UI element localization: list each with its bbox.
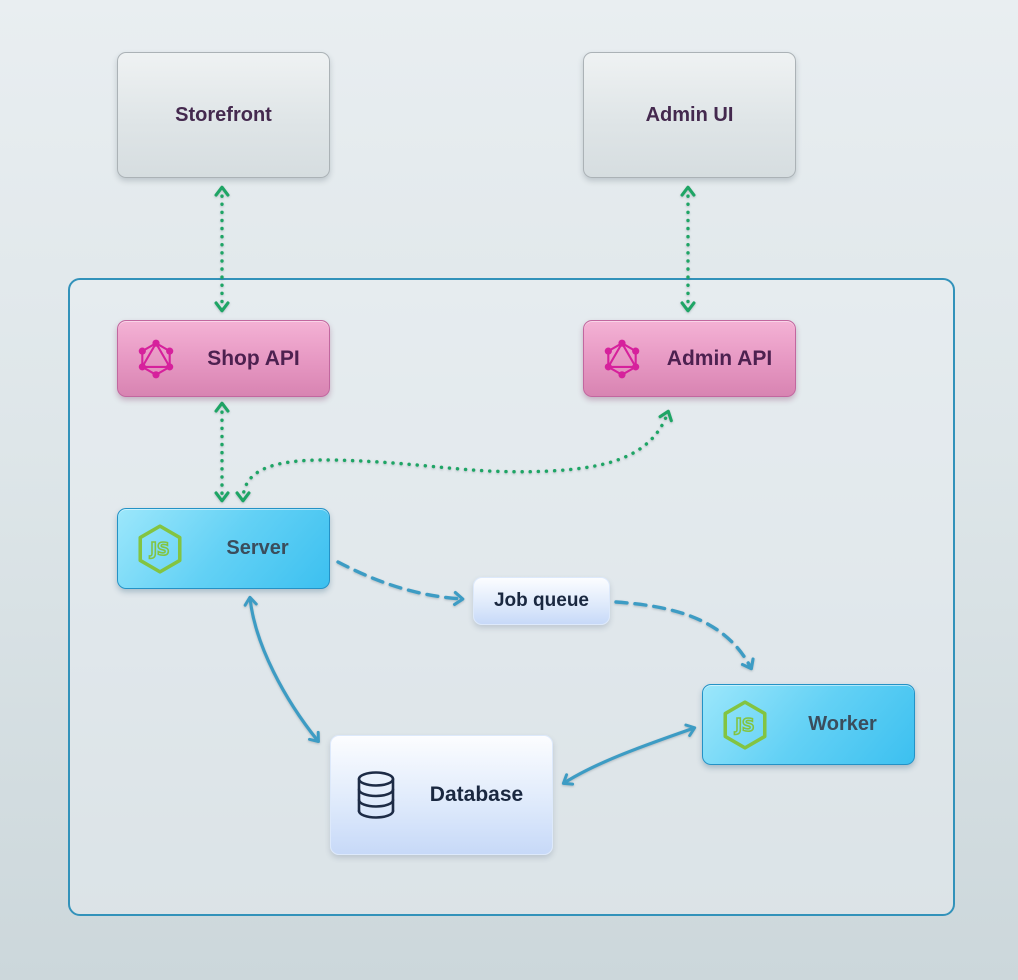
node-admin-api: Admin API [583, 320, 796, 397]
database-icon [353, 769, 399, 821]
node-server: JS Server [117, 508, 330, 589]
graphql-icon [602, 339, 642, 379]
node-shop-api-label: Shop API [207, 346, 300, 370]
node-job-queue-label: Job queue [493, 590, 589, 611]
node-storefront: Storefront [117, 52, 330, 178]
node-worker-label: Worker [808, 713, 877, 735]
nodejs-icon: JS [136, 523, 184, 575]
graphql-icon [136, 339, 176, 379]
node-worker: JS Worker [702, 684, 915, 765]
nodejs-icon: JS [721, 699, 769, 751]
node-job-queue: Job queue [473, 577, 610, 625]
node-shop-api: Shop API [117, 320, 330, 397]
svg-text:JS: JS [734, 716, 754, 736]
node-storefront-label: Storefront [175, 103, 272, 126]
node-admin-ui: Admin UI [583, 52, 796, 178]
node-admin-api-label: Admin API [666, 346, 773, 370]
node-database-label: Database [429, 783, 524, 806]
node-admin-ui-label: Admin UI [645, 103, 734, 126]
svg-text:JS: JS [149, 540, 169, 560]
node-database: Database [330, 735, 553, 855]
node-server-label: Server [226, 537, 289, 559]
